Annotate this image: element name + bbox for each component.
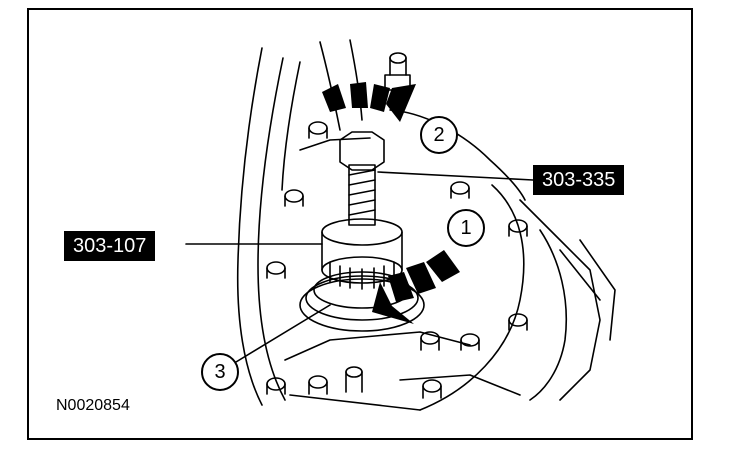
tool-label-303-335: 303-335 xyxy=(533,165,625,195)
tool-label-303-107: 303-107 xyxy=(64,231,156,261)
figure-id: N0020854 xyxy=(56,397,130,414)
callout-1: 1 xyxy=(447,209,485,247)
figure-frame xyxy=(27,8,693,440)
callout-2: 2 xyxy=(420,116,458,154)
callout-3: 3 xyxy=(201,353,239,391)
